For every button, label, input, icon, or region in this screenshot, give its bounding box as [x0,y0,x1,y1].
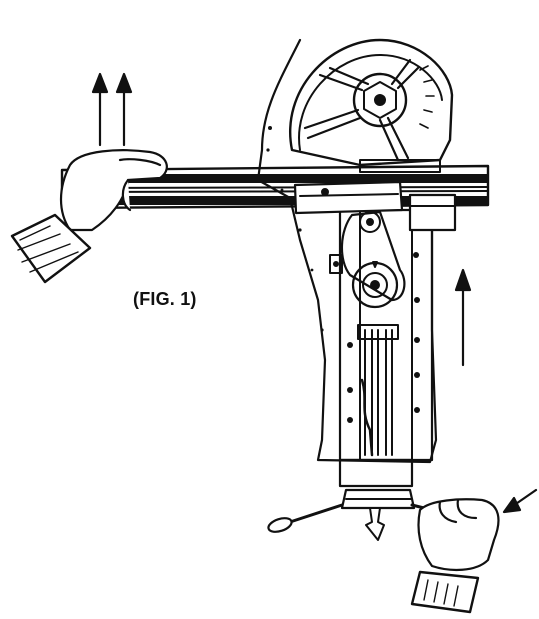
column-rivets [347,252,420,423]
up-arrows-left [91,72,133,147]
machine-body-outline [256,38,438,464]
arm-clamp-block [408,193,457,232]
figure-caption: (FIG. 1) [133,289,197,309]
right-hand-illustration [410,498,500,614]
casting-texture [266,126,324,332]
left-sleeve-cuff [10,213,92,284]
dial-marks [419,65,435,129]
up-arrow-right [454,268,472,367]
handwheel-spokes [303,58,420,162]
handwheel-hub [352,72,408,128]
right-sleeve-cuff [410,570,480,614]
spindle-rods [357,324,399,457]
rotation-pointer-arrow [502,488,538,514]
drill-tip [365,507,385,541]
handwheel-guard [289,38,454,167]
left-hand-illustration [10,149,168,284]
arm-carriage [293,180,404,215]
crank-handle-left [288,503,344,524]
quill-collar [338,458,414,488]
